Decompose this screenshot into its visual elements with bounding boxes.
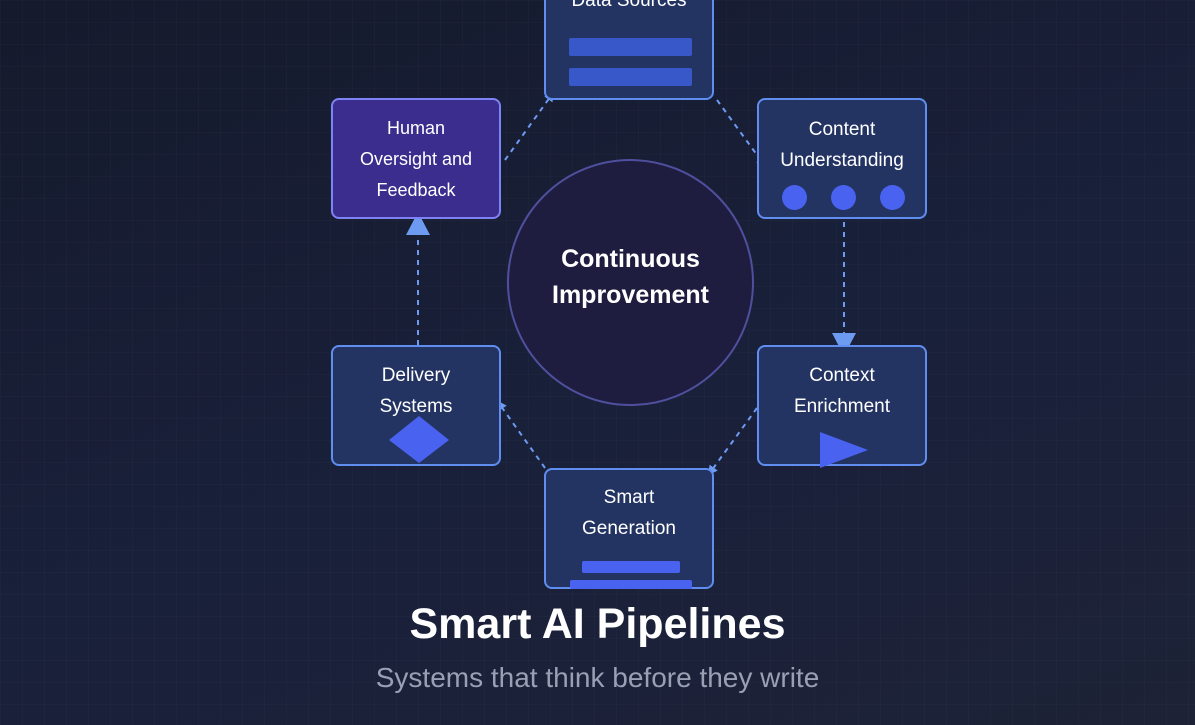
node-context-enrichment-label: Context Enrichment	[793, 365, 891, 417]
center-label: Continuous Improvement	[552, 245, 709, 309]
arrow-human-oversight-to-data-sources	[504, 91, 555, 161]
arrow-data-sources-to-content-understanding	[716, 99, 767, 168]
center-hub: Continuous Improvement	[507, 159, 754, 406]
node-human-oversight: Human Oversight and Feedback	[331, 98, 501, 219]
page-subtitle: Systems that think before they write	[375, 662, 820, 693]
generation-bar-icon	[570, 580, 692, 589]
node-smart-generation: Smart Generation	[544, 468, 714, 589]
arrow-context-enrichment-to-smart-generation	[707, 407, 758, 476]
node-smart-generation-label: Smart Generation	[581, 487, 676, 539]
node-human-oversight-label: Human Oversight and Feedback	[359, 118, 473, 200]
circle-icon	[782, 185, 807, 210]
node-delivery-systems-label: Delivery Systems	[379, 365, 453, 417]
node-content-understanding-label: Content Understanding	[780, 119, 904, 171]
node-data-sources-label: Data Sources	[571, 0, 687, 11]
data-sources-bar-icon	[569, 68, 692, 86]
circle-icon	[880, 185, 905, 210]
node-content-understanding: Content Understanding	[757, 98, 927, 219]
page-title: Smart AI Pipelines	[409, 600, 786, 648]
circle-icon	[831, 185, 856, 210]
play-triangle-icon	[820, 432, 868, 468]
diamond-icon	[389, 416, 449, 463]
arrow-smart-generation-to-delivery-systems	[496, 400, 546, 469]
arrowhead-down-icon	[832, 333, 856, 356]
arrowhead-up-icon	[406, 212, 430, 235]
data-sources-bar-icon	[569, 38, 692, 56]
node-context-enrichment: Context Enrichment	[757, 345, 927, 468]
node-data-sources: Data Sources	[544, 0, 714, 100]
generation-bar-icon	[582, 561, 680, 573]
node-delivery-systems: Delivery Systems	[331, 345, 501, 466]
